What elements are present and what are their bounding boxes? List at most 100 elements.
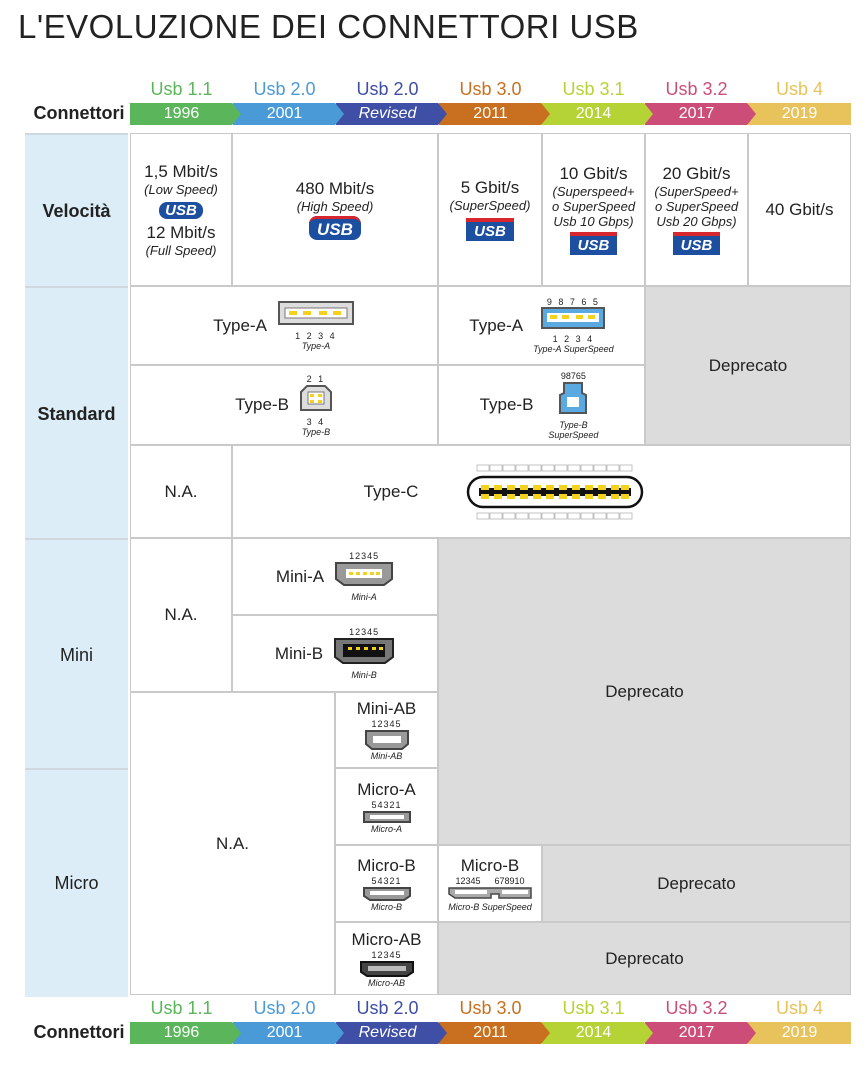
mini-a-connector-icon <box>335 562 394 586</box>
speed-low-note: (Low Speed) <box>144 181 218 197</box>
mini-ab-label: Mini-AB <box>356 699 417 718</box>
speed-usb4-value: 40 Gbit/s <box>765 199 834 219</box>
version-label: Usb 3.2 <box>665 79 728 99</box>
speed-full-note: (Full Speed) <box>145 242 217 258</box>
speed-high-note: (High Speed) <box>296 199 374 214</box>
category-mini: Mini <box>25 538 128 770</box>
micro-b-connector-icon <box>362 886 411 901</box>
type-a-ss-cell: Type-A 9 8 7 6 5 1 2 3 4 Type-A SuperSpe… <box>438 286 645 365</box>
type-b-ss-caption: Type-B SuperSpeed <box>548 419 599 440</box>
version-year: 2019 <box>748 1022 851 1044</box>
speed-ss10-note: (Superspeed+ o SuperSpeed Usb 10 Gbps) <box>551 184 636 229</box>
type-b-superspeed-connector-icon <box>559 381 588 414</box>
type-c-connector-icon <box>466 464 644 519</box>
connectors-row-label: Connettori <box>33 103 125 123</box>
version-year: 2001 <box>233 1022 344 1044</box>
speed-usb11: 1,5 Mbit/s (Low Speed) USB 12 Mbit/s (Fu… <box>130 133 232 286</box>
version-label: Usb 2.0 <box>253 79 316 99</box>
speed-usb32: 20 Gbit/s (SuperSpeed+ o SuperSpeed Usb … <box>645 133 748 286</box>
deprecated-micro-ab: Deprecato <box>438 922 851 995</box>
version-label: Usb 1.1 <box>150 998 213 1018</box>
speed-low: 1,5 Mbit/s <box>144 161 218 181</box>
category-standard: Standard <box>25 286 128 540</box>
version-year: 2019 <box>748 103 851 125</box>
type-a-ss-top-pins: 9 8 7 6 5 <box>546 297 600 307</box>
mini-a-pins: 12345 <box>349 551 380 561</box>
micro-a-connector-icon <box>362 810 411 823</box>
micro-a-caption: Micro-A <box>371 823 402 834</box>
mini-b-cell: Mini-B 12345 Mini-B <box>232 615 438 692</box>
version-label: Usb 3.2 <box>665 998 728 1018</box>
version-label: Usb 2.0 <box>253 998 316 1018</box>
deprecated-label: Deprecato <box>657 873 736 893</box>
mini-b-connector-icon <box>334 638 395 664</box>
deprecated-micro-b: Deprecato <box>542 845 851 922</box>
version-label: Usb 3.1 <box>562 79 625 99</box>
mini-b-pins: 12345 <box>349 627 380 637</box>
micro-b-superspeed-connector-icon <box>448 886 532 899</box>
type-b-ss-top-pins: 98765 <box>560 370 586 381</box>
mini-ab-connector-icon <box>364 730 409 750</box>
type-a-ss-caption: Type-A SuperSpeed <box>533 344 614 354</box>
speed-ss10: 10 Gbit/s <box>559 164 628 183</box>
micro-ab-pins: 12345 <box>371 949 402 960</box>
version-year: 2014 <box>542 1022 653 1044</box>
mini-b-label: Mini-B <box>274 643 324 663</box>
micro-ab-cell: Micro-AB 12345 Micro-AB <box>335 922 438 995</box>
micro-b-ss-caption: Micro-B SuperSpeed <box>448 901 532 912</box>
deprecated-label: Deprecato <box>605 948 684 968</box>
speed-ss-note: (SuperSpeed) <box>449 198 531 213</box>
type-b-ss-cell: Type-B 98765 Type-B SuperSpeed <box>438 365 645 445</box>
speed-usb20: 480 Mbit/s (High Speed) USB <box>232 133 438 286</box>
version-year: 2011 <box>439 1022 550 1044</box>
micro-ab-caption: Micro-AB <box>367 977 405 988</box>
micro-a-label: Micro-A <box>357 779 416 799</box>
version-year: Revised <box>336 1022 447 1044</box>
type-a-pins: 1 2 3 4 <box>295 331 337 341</box>
deprecated-label: Deprecato <box>605 681 684 701</box>
version-year: 2001 <box>233 103 344 125</box>
speed-high: 480 Mbit/s <box>295 179 375 198</box>
type-a-ss-pins: 1 2 3 4 <box>552 334 595 344</box>
mini-a-label: Mini-A <box>275 566 325 586</box>
usb-superspeed-plus-logo-icon: USB <box>569 232 618 255</box>
version-label: Usb 4 <box>775 79 824 99</box>
usb-superspeed-plus-logo-icon: USB <box>672 232 721 255</box>
type-b-top-pins: 2 1 <box>306 373 326 384</box>
micro-ab-label: Micro-AB <box>351 929 422 949</box>
deprecated-standard: Deprecato <box>645 286 851 445</box>
type-a-ss-label: Type-A <box>469 315 524 335</box>
micro-b-label: Micro-B <box>357 855 416 875</box>
na-label: N.A. <box>164 605 198 624</box>
type-a-connector-icon <box>277 301 354 325</box>
mini-ab-pins: 12345 <box>371 719 402 729</box>
mini-a-cell: Mini-A 12345 Mini-A <box>232 538 438 615</box>
type-b-ss-label: Type-B <box>479 395 534 414</box>
category-speed: Velocità <box>25 133 128 288</box>
deprecated-label: Deprecato <box>708 355 788 375</box>
version-label: Usb 3.0 <box>459 998 522 1018</box>
page-title: L'EVOLUZIONE DEI CONNETTORI USB <box>18 8 639 45</box>
speed-usb31: 10 Gbit/s (Superspeed+ o SuperSpeed Usb … <box>542 133 645 286</box>
version-year: 2014 <box>542 103 653 125</box>
type-c-label: Type-C <box>363 481 419 501</box>
micro-ab-connector-icon <box>359 960 414 977</box>
version-label: Usb 4 <box>775 998 824 1018</box>
type-b-bottom-pins: 3 4 <box>306 416 326 427</box>
type-a-caption: Type-A <box>301 341 331 351</box>
version-label: Usb 2.0 <box>356 79 419 99</box>
mini-ab-cell: Mini-AB 12345 Mini-AB <box>335 692 438 768</box>
usb-logo-icon: USB <box>159 200 203 220</box>
type-b-caption: Type-B <box>301 426 331 437</box>
type-c-na: N.A. <box>130 445 232 538</box>
type-b-label: Type-B <box>235 395 289 414</box>
usb-superspeed-logo-icon: USB <box>466 218 514 241</box>
type-b-cell: Type-B 2 1 3 4 Type-B <box>130 365 438 445</box>
version-label: Usb 3.0 <box>459 79 522 99</box>
micro-b-caption: Micro-B <box>371 901 402 912</box>
mini-a-caption: Mini-A <box>351 592 377 602</box>
speed-ss20: 20 Gbit/s <box>662 164 731 183</box>
version-year: Revised <box>336 103 447 125</box>
